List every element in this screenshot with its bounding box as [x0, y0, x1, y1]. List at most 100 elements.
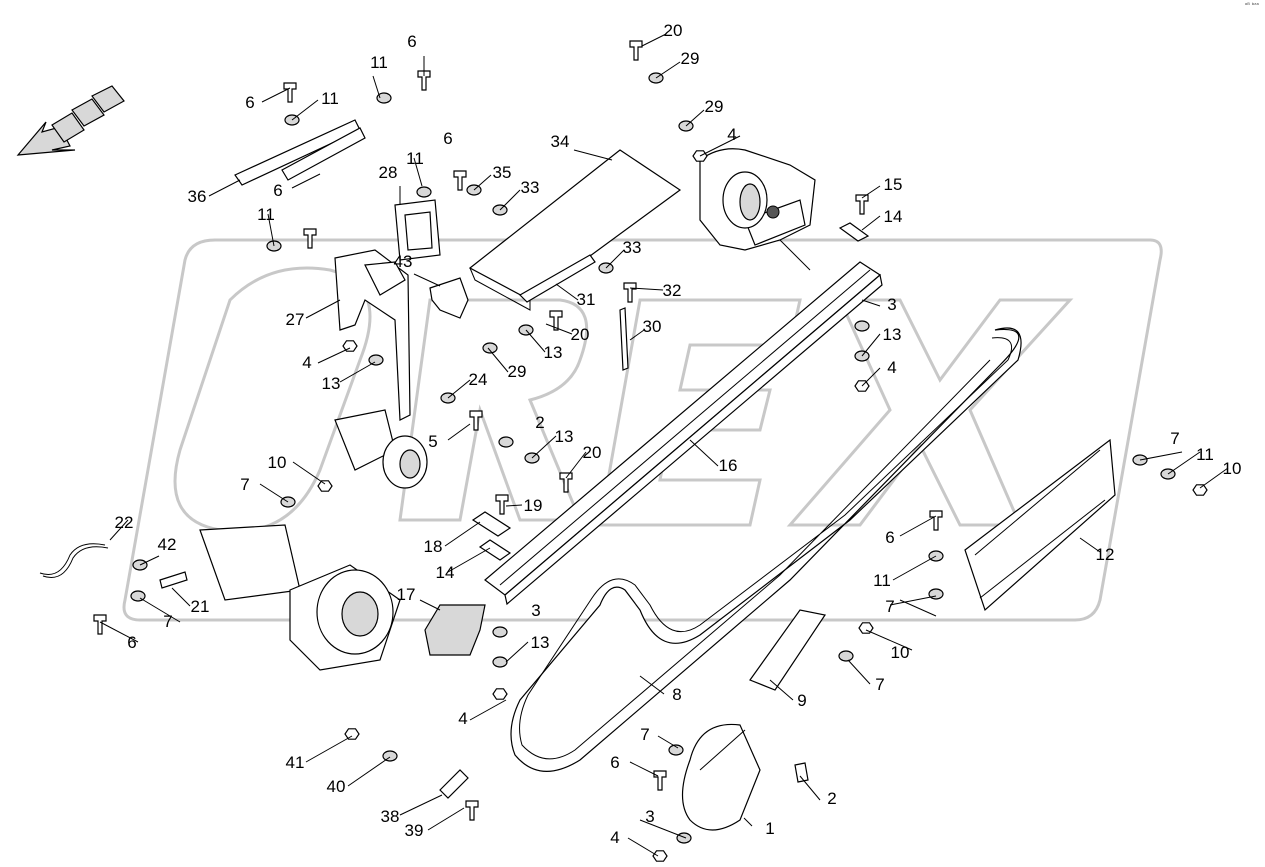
callout-43: 43 — [394, 252, 413, 271]
pulley-assembly-lower — [199, 524, 401, 671]
washer-icon — [376, 92, 392, 104]
nut-icon — [652, 850, 668, 862]
callout-1: 1 — [765, 819, 774, 838]
callout-17: 17 — [397, 585, 416, 604]
callout-33: 33 — [623, 238, 642, 257]
callout-5: 5 — [428, 432, 437, 451]
leader-line — [565, 451, 587, 479]
washer-icon — [492, 656, 508, 668]
bolt-icon — [559, 472, 573, 493]
leader-line — [899, 515, 937, 537]
leader-line — [499, 189, 521, 211]
callout-11: 11 — [1196, 445, 1214, 464]
leader-line — [447, 379, 471, 399]
bracket-43 — [429, 277, 469, 319]
pulley-assembly-upper — [334, 409, 428, 489]
leader-line — [261, 87, 291, 103]
leader-line — [799, 775, 821, 801]
washer-icon — [368, 354, 384, 366]
bracket-27 — [334, 199, 441, 421]
leader-line — [889, 595, 937, 606]
callout-15: 15 — [884, 175, 903, 194]
leader-line — [629, 287, 664, 291]
leader-line — [861, 215, 881, 231]
leader-line — [555, 283, 579, 301]
bracket-18 — [471, 511, 512, 537]
nut-icon — [492, 688, 508, 700]
leader-line — [372, 75, 381, 99]
callout-7: 7 — [885, 597, 894, 616]
callout-10: 10 — [268, 453, 287, 472]
leader-line — [99, 621, 139, 643]
leader-line — [347, 756, 391, 787]
washer-icon — [854, 320, 870, 332]
callout-14: 14 — [884, 207, 903, 226]
callout-6: 6 — [885, 528, 894, 547]
bracket-36 — [234, 119, 366, 186]
leader-line — [473, 174, 492, 191]
washer-icon — [668, 744, 684, 756]
leader-line — [413, 157, 423, 187]
leader-line — [689, 439, 719, 467]
leader-line — [1079, 537, 1101, 553]
leader-line — [469, 699, 507, 721]
callout-31: 31 — [577, 290, 596, 309]
bolt-icon — [549, 310, 563, 331]
callout-7: 7 — [1170, 429, 1179, 448]
callout-29: 29 — [681, 49, 700, 68]
plate-14-upper — [838, 222, 870, 242]
callout-10: 10 — [1223, 459, 1242, 478]
leader-line — [769, 679, 794, 701]
callout-30: 30 — [643, 317, 662, 336]
fasteners — [93, 40, 1208, 862]
leader-line — [629, 329, 645, 341]
callout-3: 3 — [531, 601, 540, 620]
leader-line — [505, 641, 529, 663]
leader-line — [639, 819, 687, 839]
callout-7: 7 — [640, 725, 649, 744]
callout-6: 6 — [127, 633, 136, 652]
leader-lines — [99, 33, 1229, 857]
callout-16: 16 — [719, 456, 738, 475]
callout-9: 9 — [797, 691, 806, 710]
bolt-icon — [303, 228, 317, 249]
leader-line — [699, 135, 741, 157]
direction-arrow-icon — [16, 85, 125, 156]
leader-line — [1167, 451, 1201, 475]
leader-line — [139, 597, 181, 623]
washer-icon — [416, 186, 432, 198]
leader-line — [629, 761, 659, 777]
callout-3: 3 — [887, 295, 896, 314]
bolt-icon — [469, 410, 483, 431]
leader-line — [413, 273, 441, 287]
bolt-icon — [417, 70, 431, 91]
callout-7: 7 — [163, 612, 172, 631]
callout-6: 6 — [245, 93, 254, 112]
leader-line — [861, 299, 881, 307]
callout-18: 18 — [424, 537, 443, 556]
frame-rail — [484, 261, 883, 606]
callout-13: 13 — [531, 633, 550, 652]
washer-icon — [676, 832, 692, 844]
gearbox-motor — [699, 148, 816, 271]
callout-33: 33 — [521, 178, 540, 197]
leader-line — [892, 555, 937, 581]
callout-2: 2 — [535, 413, 544, 432]
leader-line — [305, 735, 353, 763]
leader-line — [899, 599, 937, 617]
callout-29: 29 — [508, 362, 527, 381]
bolt-icon — [495, 494, 509, 515]
callout-22: 22 — [115, 513, 134, 532]
leader-line — [291, 173, 321, 189]
callout-20: 20 — [664, 21, 683, 40]
callout-2: 2 — [827, 789, 836, 808]
callout-39: 39 — [405, 821, 424, 840]
nut-icon — [858, 622, 874, 634]
handle-2 — [794, 762, 809, 783]
callout-14: 14 — [436, 563, 455, 582]
bolt-icon — [283, 82, 297, 103]
leader-line — [847, 659, 871, 685]
leader-line — [267, 213, 275, 247]
